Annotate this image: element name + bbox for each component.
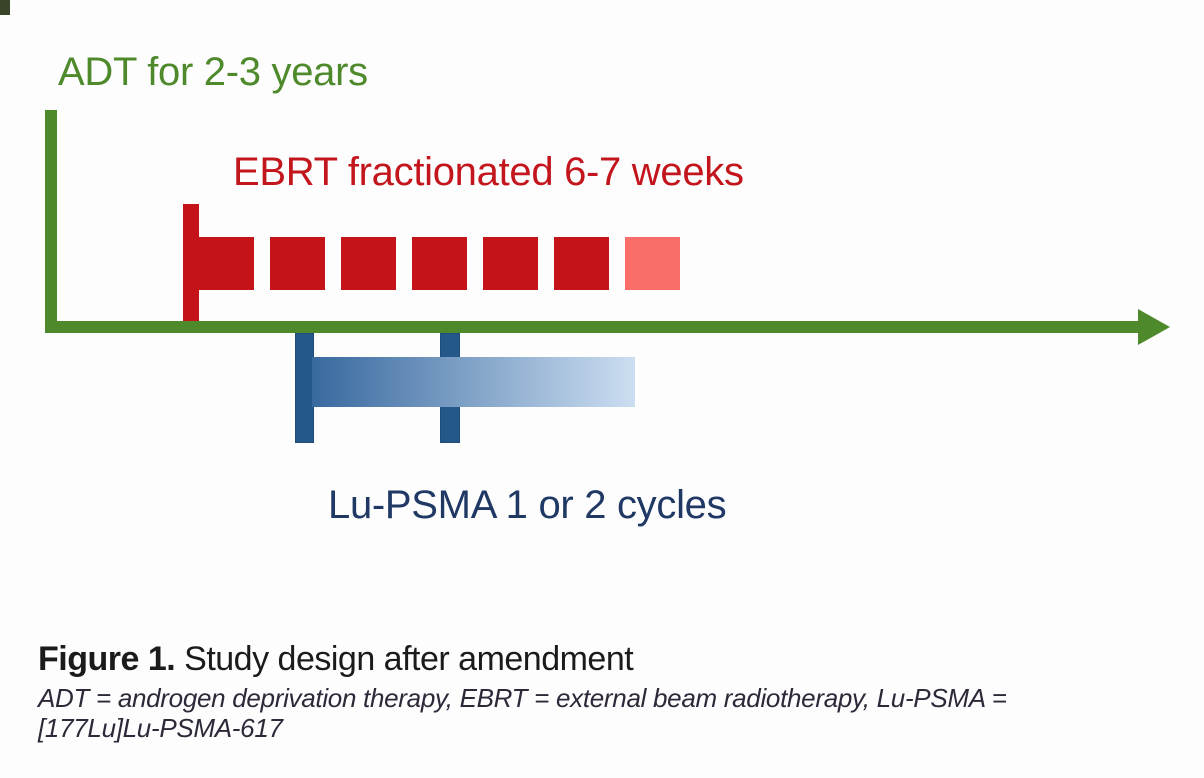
figure-caption-text: Study design after amendment	[175, 640, 634, 678]
figure-caption: Figure 1. Study design after amendment	[38, 640, 634, 678]
timeline-horizontal-axis	[45, 321, 1140, 333]
ebrt-fraction-block-7	[625, 237, 680, 290]
lupsma-duration-bar	[312, 357, 635, 407]
timeline-arrowhead-icon	[1138, 309, 1170, 345]
ebrt-fraction-block-3	[341, 237, 396, 290]
footnote-line1: ADT = androgen deprivation therapy, EBRT…	[38, 683, 1007, 713]
footnote-line2: [177Lu]Lu-PSMA-617	[38, 713, 283, 743]
timeline-vertical-axis	[45, 110, 57, 333]
figure-caption-number: Figure 1.	[38, 640, 176, 678]
corner-artifact	[0, 0, 10, 15]
adt-label: ADT for 2-3 years	[58, 50, 368, 94]
figure-footnote: ADT = androgen deprivation therapy, EBRT…	[38, 683, 1007, 743]
ebrt-start-marker	[183, 204, 199, 321]
ebrt-fraction-block-5	[483, 237, 538, 290]
ebrt-fraction-block-1	[199, 237, 254, 290]
ebrt-label: EBRT fractionated 6-7 weeks	[233, 150, 744, 194]
ebrt-fraction-block-2	[270, 237, 325, 290]
ebrt-fraction-block-4	[412, 237, 467, 290]
ebrt-fraction-block-6	[554, 237, 609, 290]
lupsma-label: Lu-PSMA 1 or 2 cycles	[328, 483, 727, 527]
